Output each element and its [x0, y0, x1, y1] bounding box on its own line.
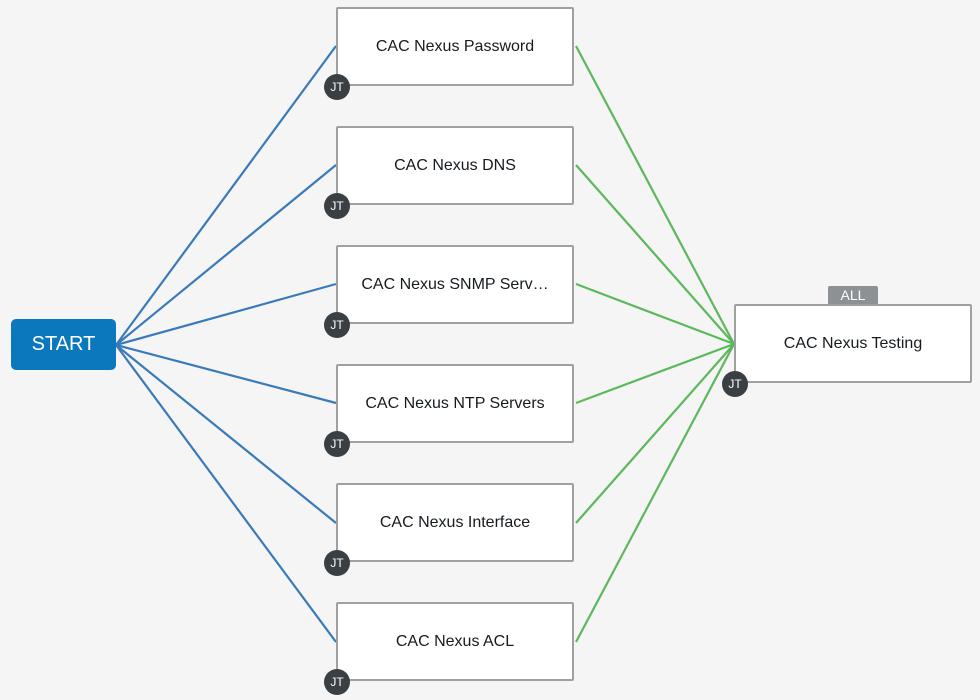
node-cac-nexus-ntp-servers[interactable]: CAC Nexus NTP Servers: [336, 364, 574, 443]
job-template-badge: JT: [722, 371, 748, 397]
node-cac-nexus-password[interactable]: CAC Nexus Password: [336, 7, 574, 86]
node-label: CAC Nexus SNMP Serv…: [361, 275, 549, 293]
node-label: CAC Nexus ACL: [395, 632, 515, 650]
link-start-to-node-5[interactable]: [115, 344, 337, 524]
job-template-badge: JT: [324, 550, 350, 576]
node-label: CAC Nexus Interface: [379, 513, 531, 531]
node-cac-nexus-dns[interactable]: CAC Nexus DNS: [336, 126, 574, 205]
job-template-badge: JT: [324, 312, 350, 338]
job-template-badge: JT: [324, 669, 350, 695]
link-node-2-to-testing[interactable]: [575, 164, 735, 345]
node-cac-nexus-interface[interactable]: CAC Nexus Interface: [336, 483, 574, 562]
link-node-4-to-testing[interactable]: [575, 342, 735, 405]
job-template-badge: JT: [324, 74, 350, 100]
start-label: START: [31, 333, 96, 355]
link-start-to-node-2[interactable]: [115, 164, 337, 346]
link-start-to-node-6[interactable]: [115, 344, 337, 643]
node-label: CAC Nexus Testing: [783, 334, 923, 352]
link-start-to-node-4[interactable]: [115, 343, 337, 405]
link-node-1-to-testing[interactable]: [575, 45, 735, 345]
link-node-3-to-testing[interactable]: [575, 282, 735, 346]
job-template-badge: JT: [324, 193, 350, 219]
node-cac-nexus-acl[interactable]: CAC Nexus ACL: [336, 602, 574, 681]
start-node[interactable]: START: [11, 319, 116, 370]
link-node-5-to-testing[interactable]: [575, 343, 735, 524]
node-label: CAC Nexus NTP Servers: [365, 394, 545, 412]
node-label: CAC Nexus Password: [375, 37, 535, 55]
node-label: CAC Nexus DNS: [394, 156, 516, 174]
job-template-badge: JT: [324, 431, 350, 457]
convergence-all-tag: ALL: [828, 286, 878, 304]
link-start-to-node-1[interactable]: [115, 45, 337, 346]
link-node-6-to-testing[interactable]: [575, 343, 735, 643]
node-cac-nexus-snmp-servers[interactable]: CAC Nexus SNMP Serv…: [336, 245, 574, 324]
link-start-to-node-3[interactable]: [115, 282, 337, 347]
node-cac-nexus-testing[interactable]: CAC Nexus Testing: [734, 304, 972, 383]
